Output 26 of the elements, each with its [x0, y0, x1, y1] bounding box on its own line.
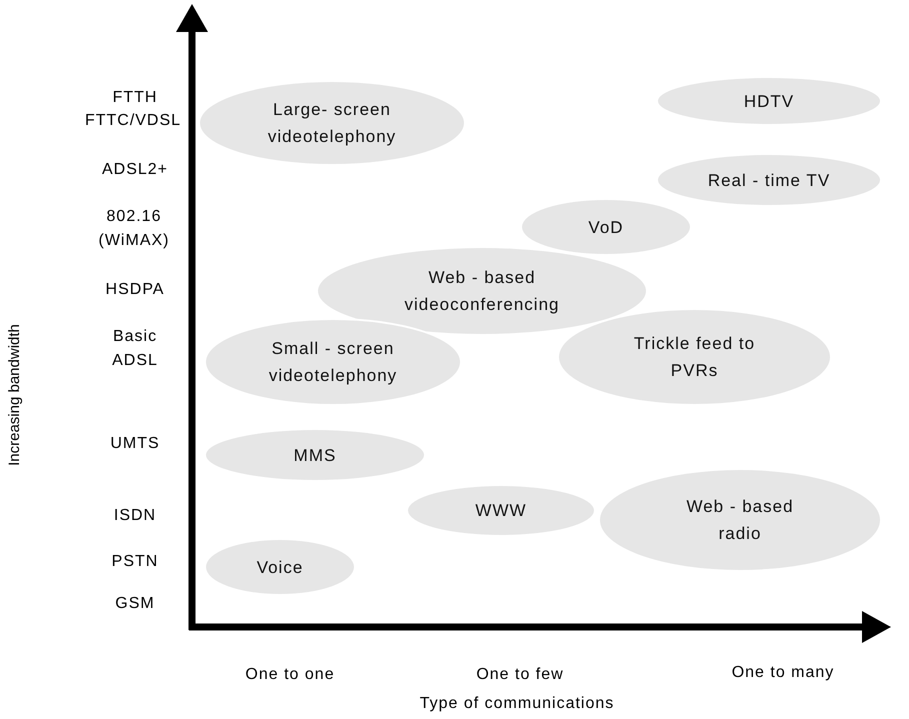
tick-label: Basic ADSL: [111, 327, 159, 371]
tick-label: GSM: [115, 594, 155, 614]
ellipse-label: Trickle feed to PVRs: [632, 333, 756, 382]
category-label: One to one: [245, 665, 335, 685]
ellipse-label: MMS: [294, 444, 336, 466]
axis-title: Increasing bandwidth: [5, 324, 24, 466]
ellipse-label: WWW: [475, 500, 527, 522]
ellipse-label: HDTV: [744, 90, 794, 112]
ellipse-label: Web - based radio: [685, 496, 795, 545]
ellipse-label: Small - screen videotelephony: [268, 338, 398, 387]
tick-label: UMTS: [110, 434, 160, 454]
category-label: One to few: [476, 665, 564, 685]
ellipse-label: Large- screen videotelephony: [266, 99, 398, 148]
tick-label: ISDN: [114, 506, 156, 526]
ellipse-label: VoD: [588, 216, 624, 238]
ellipse-label: Web - based videoconferencing: [404, 267, 560, 316]
axis-title: Type of communications: [420, 694, 614, 714]
tick-label: FTTH: [112, 88, 158, 108]
tick-label: ADSL2+: [102, 160, 168, 180]
ellipse-label: Voice: [256, 556, 304, 578]
category-label: One to many: [732, 663, 834, 683]
tick-label: PSTN: [112, 552, 158, 572]
tick-label: FTTC/VDSL: [84, 111, 182, 131]
ellipse-label: Real - time TV: [708, 170, 830, 192]
tick-label: HSDPA: [106, 280, 164, 300]
tick-label: 802.16 (WiMAX): [98, 207, 170, 251]
